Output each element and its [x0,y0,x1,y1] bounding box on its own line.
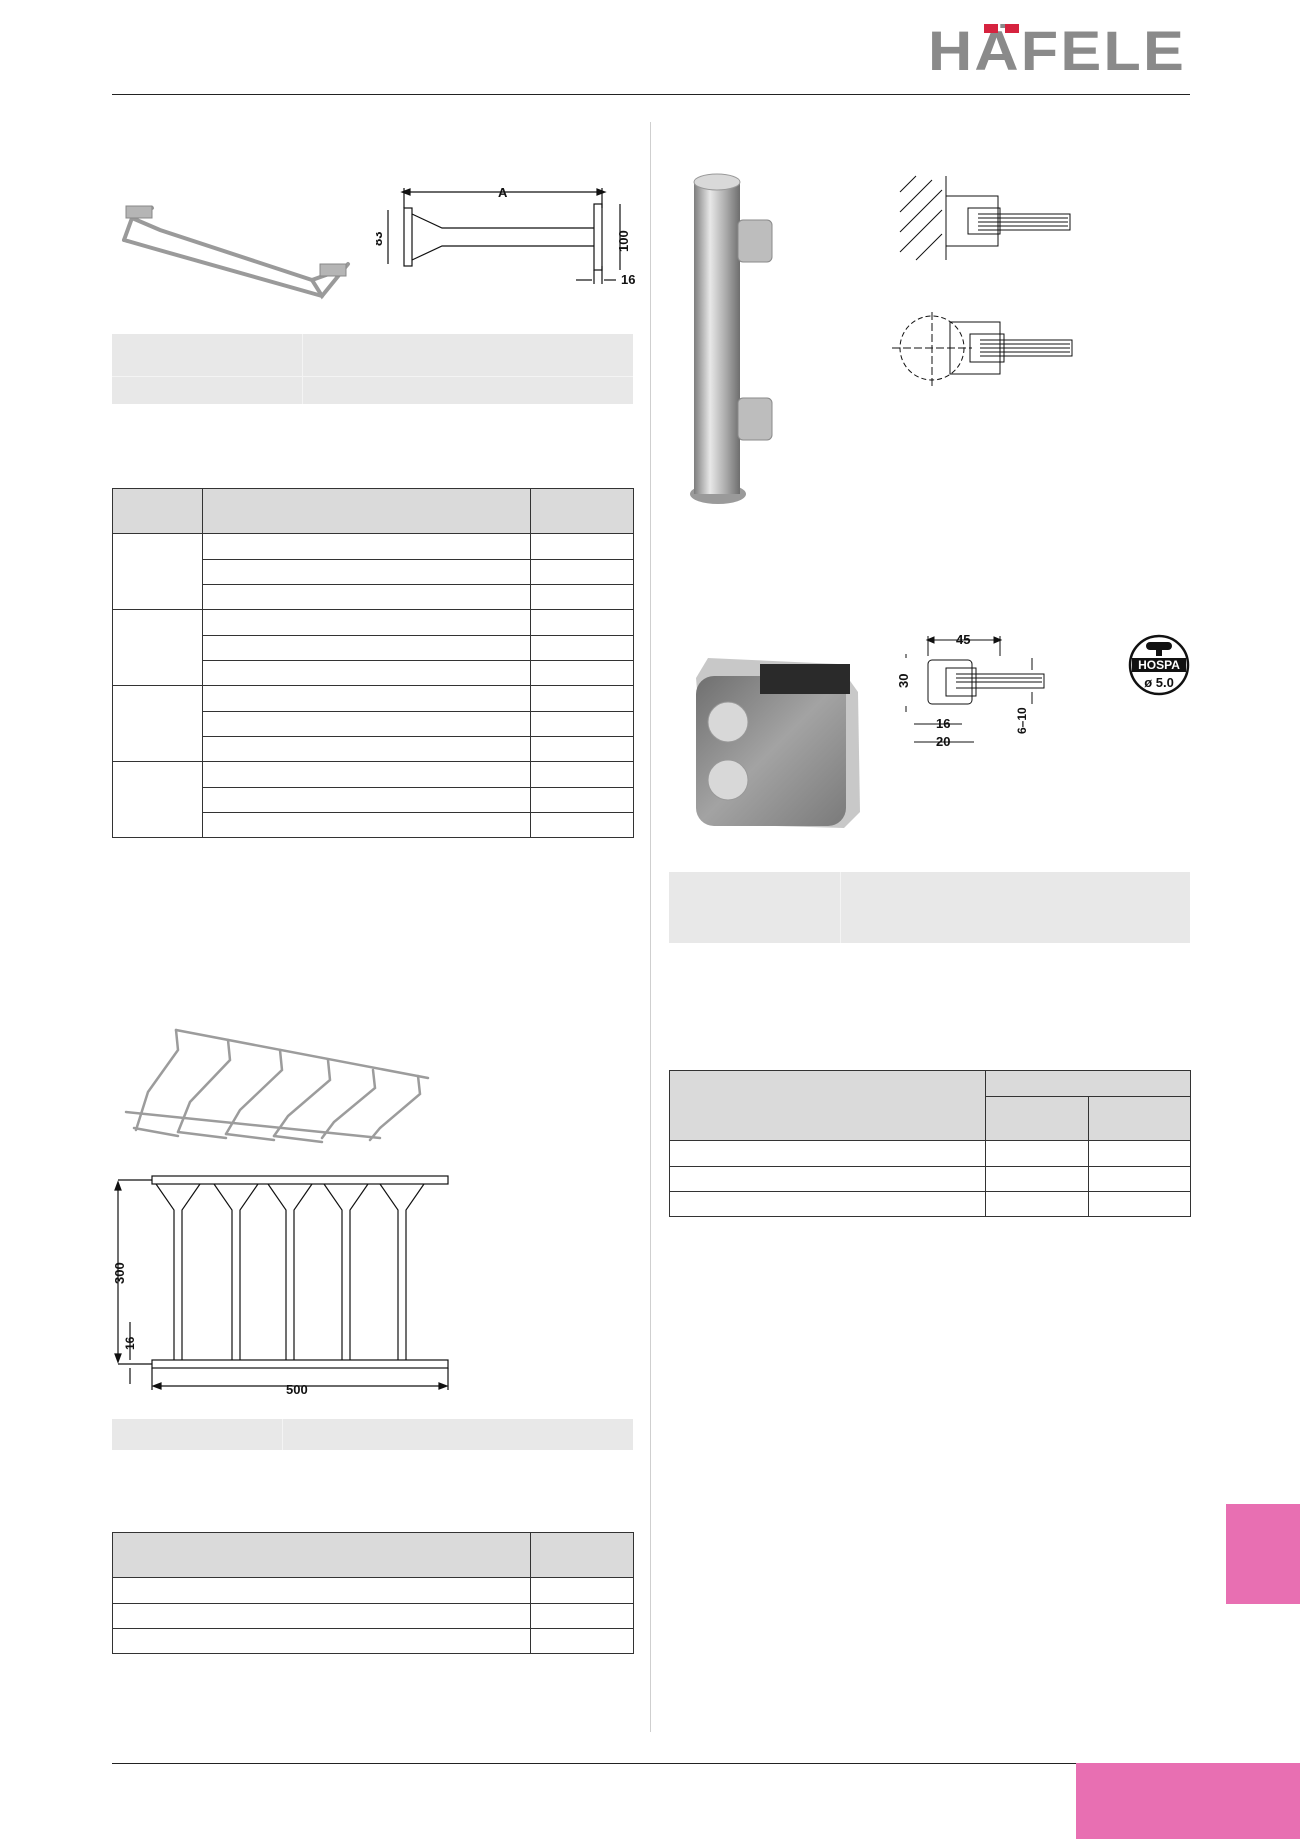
chapter-side-tab [1226,1504,1300,1604]
dim-rack-offset-label: 16 [123,1336,137,1350]
dim-base-label: 16 [621,272,635,287]
glass-clamp-photo [696,658,860,828]
spec-band-2 [112,1419,633,1450]
glass-holder-photo [122,205,350,300]
table-row [112,1628,634,1654]
table-header-row [670,1096,1191,1141]
footer-page-tab [1076,1763,1300,1839]
hafele-logo: HÄFELE [928,24,1186,74]
table-row [669,1191,1191,1217]
dim-height-label: 83 [376,232,385,246]
table-row [113,635,634,661]
hospa-size-text: ø 5.0 [1144,675,1174,690]
dim-clamp-outer-label: 20 [936,734,950,749]
table-header-row [669,1070,1191,1141]
table-row [113,559,634,585]
table-row [669,1140,1191,1167]
table-header-row [112,488,634,534]
article-table-2 [112,1532,634,1654]
footer-rule [112,1763,1076,1764]
table-header-row [112,1532,634,1578]
spec-band-3 [669,872,1190,943]
table-row [113,812,634,838]
logo-accent-dot-left [984,24,998,33]
spec-band-1 [112,334,633,404]
logo-accent-dot-right [1005,24,1019,33]
glass-holder-drawing: A 83 100 16 [376,185,635,287]
glass-clamp-drawing: 30 45 16 20 6–10 [896,632,1045,749]
hospa-brand-text: HOSPA [1138,658,1180,672]
article-table-3 [669,1070,1191,1217]
hospa-badge-icon: HOSPA ø 5.0 [1128,634,1190,696]
table-row [113,660,634,686]
post-mount-wall-drawing [899,175,1071,261]
article-table-1 [112,488,634,838]
table-row [113,711,634,737]
logo-text: HÄFELE [928,24,1186,74]
railing-post-photo [690,173,773,504]
dim-glass-thickness-label: 6–10 [1015,707,1029,734]
table-row [112,685,634,762]
table-row [112,533,634,610]
header-rule [112,94,1190,95]
table-row [113,787,634,813]
table-row [113,736,634,762]
dim-rack-height-label: 300 [112,1262,127,1284]
post-mount-round-drawing [892,312,1073,388]
table-row [112,1577,634,1604]
table-row [112,761,634,838]
glass-rack-drawing: 300 16 500 [112,1175,449,1397]
dim-rack-width-label: 500 [286,1382,308,1397]
glass-rack-photo [124,1028,430,1144]
table-row [112,1603,634,1629]
table-row [112,609,634,686]
table-row [669,1166,1191,1192]
dim-clamp-height-label: 30 [896,674,911,688]
column-divider [650,122,651,1732]
dim-clamp-width-label: 45 [956,632,970,647]
dim-length-label: A [498,185,508,200]
dim-depth-label: 100 [616,230,631,252]
dim-clamp-inner-label: 16 [936,716,950,731]
